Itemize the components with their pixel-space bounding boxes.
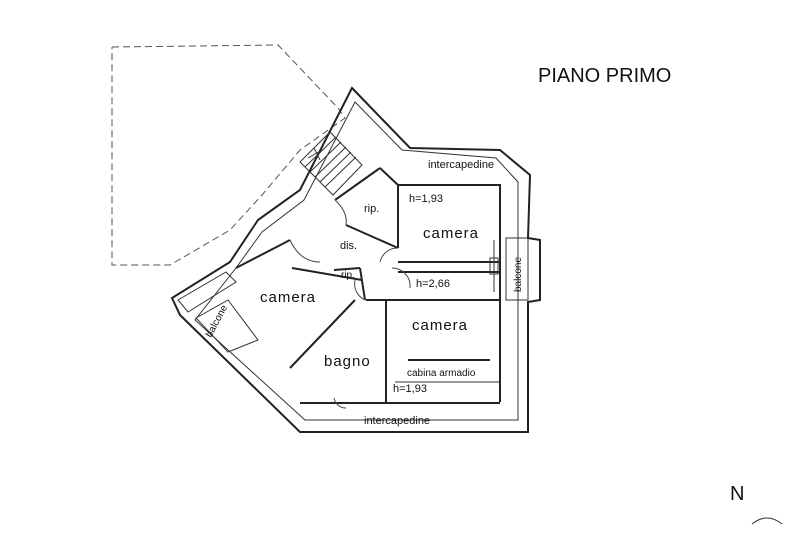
balcone-right-label: balcone [513, 257, 524, 292]
page-title: PIANO PRIMO [538, 65, 671, 87]
staircase [299, 131, 363, 196]
room-label-cabina: cabina armadio [407, 368, 476, 379]
room-label-camera-left: camera [260, 289, 316, 306]
partitions [235, 167, 501, 404]
outer-wall [170, 86, 541, 433]
room-label-camera-bottom: camera [412, 317, 468, 334]
height-label-bottom: h=1,93 [393, 383, 427, 395]
balcone-right-structure [505, 237, 529, 301]
column-markers [489, 240, 499, 292]
north-label: N [730, 483, 744, 505]
intercapedine-bottom-label: intercapedine [364, 415, 430, 427]
north-arrow-icon [751, 517, 783, 525]
height-label-top: h=1,93 [409, 193, 443, 205]
door-swings [289, 199, 411, 409]
room-label-rip-top: rip. [364, 203, 379, 215]
room-label-camera-top: camera [423, 225, 479, 242]
room-label-bagno: bagno [324, 353, 371, 370]
terrace-outline [111, 44, 346, 266]
room-label-rip-small: rip. [341, 270, 355, 281]
intercapedine-top-band [398, 184, 501, 245]
balcone-left-label: balcone [204, 303, 230, 339]
intercapedine-top-label: intercapedine [428, 159, 494, 171]
room-label-dis: dis. [340, 240, 357, 252]
balcone-left-structure [177, 271, 259, 353]
height-label-mid: h=2,66 [416, 278, 450, 290]
inner-wall [194, 101, 519, 421]
